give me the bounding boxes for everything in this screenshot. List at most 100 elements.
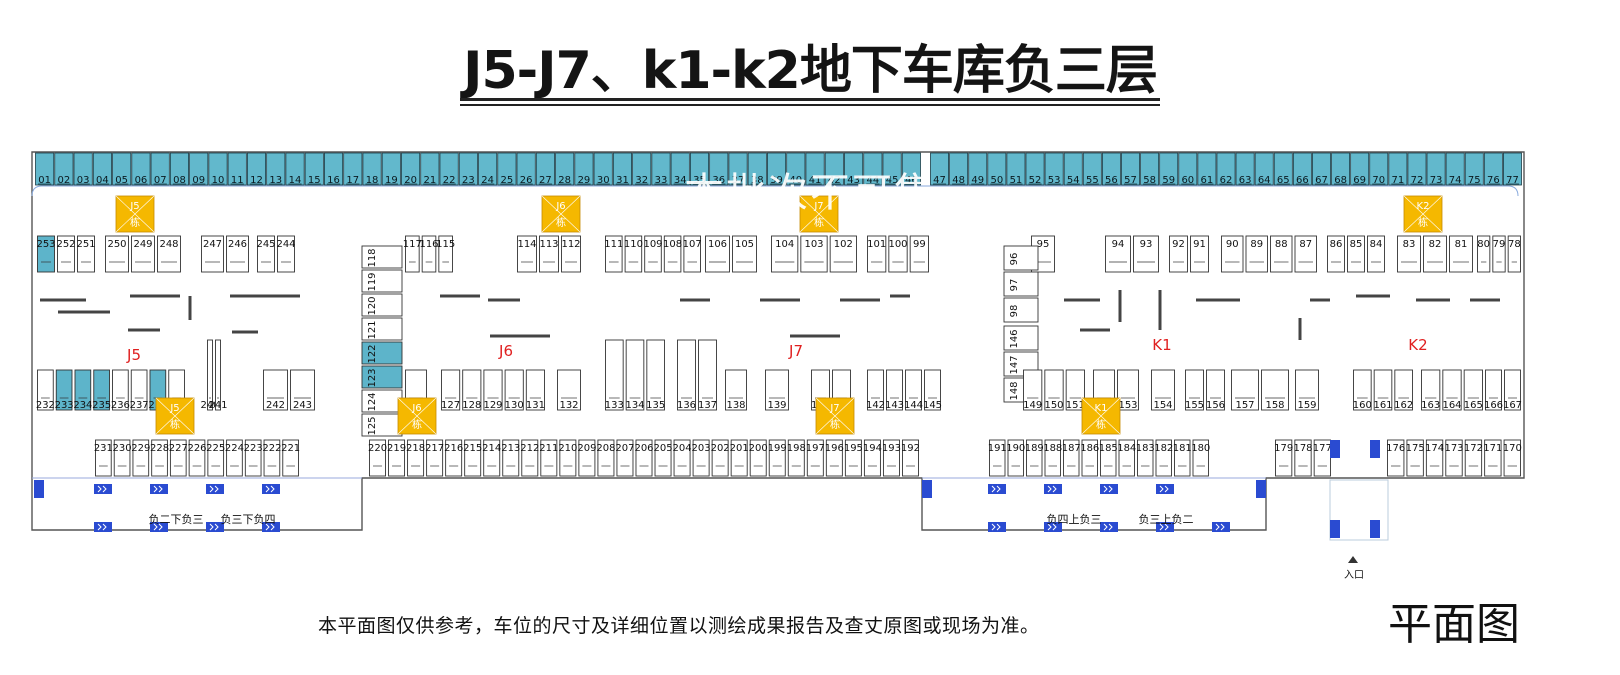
parking-slot-175[interactable]: 175 <box>1406 439 1425 477</box>
parking-slot-227[interactable]: 227 <box>169 439 188 477</box>
parking-slot-197[interactable]: 197 <box>806 439 825 477</box>
parking-slot-130[interactable]: 130 <box>504 369 524 411</box>
parking-slot-123[interactable]: 123 <box>361 365 403 389</box>
parking-slot-33[interactable]: 33 <box>651 152 671 186</box>
parking-slot-24[interactable]: 24 <box>478 152 498 186</box>
parking-slot-250[interactable]: 250 <box>105 235 129 273</box>
parking-slot-139[interactable]: 139 <box>765 369 789 411</box>
parking-slot-198[interactable]: 198 <box>787 439 806 477</box>
parking-slot-170[interactable]: 170 <box>1503 439 1522 477</box>
parking-slot-107[interactable]: 107 <box>683 235 702 273</box>
parking-slot-101[interactable]: 101 <box>867 235 887 273</box>
parking-slot-12[interactable]: 12 <box>246 152 267 186</box>
parking-slot-27[interactable]: 27 <box>535 152 555 186</box>
parking-slot-204[interactable]: 204 <box>673 439 692 477</box>
parking-slot-86[interactable]: 86 <box>1327 235 1345 273</box>
parking-slot-04[interactable]: 04 <box>92 152 112 186</box>
parking-slot-180[interactable]: 180 <box>1191 439 1210 477</box>
parking-slot-213[interactable]: 213 <box>501 439 520 477</box>
parking-slot-201[interactable]: 201 <box>730 439 749 477</box>
parking-slot-16[interactable]: 16 <box>324 152 344 186</box>
parking-slot-173[interactable]: 173 <box>1444 439 1464 477</box>
parking-slot-21[interactable]: 21 <box>420 152 440 186</box>
parking-slot-96[interactable]: 96 <box>1003 245 1039 271</box>
parking-slot-196[interactable]: 196 <box>825 439 844 477</box>
parking-slot-236[interactable]: 236 <box>111 369 130 411</box>
parking-slot-44[interactable]: 44 <box>863 152 883 186</box>
parking-slot-114[interactable]: 114 <box>517 235 537 273</box>
parking-slot-237[interactable]: 237 <box>130 369 149 411</box>
parking-slot-185[interactable]: 185 <box>1099 439 1118 477</box>
parking-slot-218[interactable]: 218 <box>406 439 425 477</box>
parking-slot-103[interactable]: 103 <box>800 235 828 273</box>
parking-slot-47[interactable]: 47 <box>930 152 949 186</box>
parking-slot-167[interactable]: 167 <box>1503 369 1522 411</box>
parking-slot-98[interactable]: 98 <box>1003 297 1039 323</box>
parking-slot-115[interactable]: 115 <box>436 235 455 273</box>
parking-slot-176[interactable]: 176 <box>1386 439 1405 477</box>
parking-slot-68[interactable]: 68 <box>1331 152 1351 186</box>
parking-slot-171[interactable]: 171 <box>1483 439 1502 477</box>
parking-slot-17[interactable]: 17 <box>343 152 363 186</box>
parking-slot-183[interactable]: 183 <box>1136 439 1155 477</box>
parking-slot-87[interactable]: 87 <box>1294 235 1317 273</box>
parking-slot-146[interactable]: 146 <box>1003 325 1039 351</box>
parking-slot-247[interactable]: 247 <box>201 235 224 273</box>
parking-slot-244[interactable]: 244 <box>276 235 296 273</box>
parking-slot-160[interactable]: 160 <box>1353 369 1372 411</box>
parking-slot-206[interactable]: 206 <box>634 439 654 477</box>
parking-slot-84[interactable]: 84 <box>1367 235 1385 273</box>
parking-slot-105[interactable]: 105 <box>732 235 757 273</box>
parking-slot-02[interactable]: 02 <box>54 152 74 186</box>
parking-slot-207[interactable]: 207 <box>615 439 635 477</box>
parking-slot-122[interactable]: 122 <box>361 341 403 365</box>
parking-slot-223[interactable]: 223 <box>244 439 263 477</box>
parking-slot-212[interactable]: 212 <box>520 439 539 477</box>
parking-slot-93[interactable]: 93 <box>1133 235 1159 273</box>
parking-slot-190[interactable]: 190 <box>1006 439 1025 477</box>
parking-slot-154[interactable]: 154 <box>1151 369 1175 411</box>
parking-slot-133[interactable]: 133 <box>605 339 624 411</box>
parking-slot-48[interactable]: 48 <box>949 152 969 186</box>
parking-slot-25[interactable]: 25 <box>497 152 517 186</box>
parking-slot-220[interactable]: 220 <box>368 439 387 477</box>
parking-slot-42[interactable]: 42 <box>824 152 844 186</box>
parking-slot-92[interactable]: 92 <box>1169 235 1188 273</box>
parking-slot-112[interactable]: 112 <box>561 235 581 273</box>
parking-slot-07[interactable]: 07 <box>150 152 170 186</box>
parking-slot-187[interactable]: 187 <box>1062 439 1081 477</box>
parking-slot-10[interactable]: 10 <box>208 152 228 186</box>
parking-slot-67[interactable]: 67 <box>1312 152 1331 186</box>
parking-slot-36[interactable]: 36 <box>709 152 729 186</box>
parking-slot-214[interactable]: 214 <box>482 439 501 477</box>
parking-slot-65[interactable]: 65 <box>1273 152 1293 186</box>
parking-slot-100[interactable]: 100 <box>888 235 908 273</box>
parking-slot-149[interactable]: 149 <box>1023 369 1043 411</box>
parking-slot-166[interactable]: 166 <box>1484 369 1503 411</box>
parking-slot-199[interactable]: 199 <box>768 439 787 477</box>
parking-slot-55[interactable]: 55 <box>1082 152 1102 186</box>
parking-slot-165[interactable]: 165 <box>1463 369 1483 411</box>
parking-slot-79[interactable]: 79 <box>1492 235 1506 273</box>
parking-slot-184[interactable]: 184 <box>1117 439 1136 477</box>
parking-slot-200[interactable]: 200 <box>749 439 768 477</box>
parking-slot-58[interactable]: 58 <box>1140 152 1160 186</box>
parking-slot-57[interactable]: 57 <box>1121 152 1140 186</box>
parking-slot-01[interactable]: 01 <box>35 152 55 186</box>
parking-slot-226[interactable]: 226 <box>187 439 207 477</box>
parking-slot-202[interactable]: 202 <box>711 439 730 477</box>
parking-slot-240[interactable]: 240 <box>200 339 220 411</box>
parking-slot-13[interactable]: 13 <box>266 152 286 186</box>
parking-slot-157[interactable]: 157 <box>1231 369 1259 411</box>
parking-slot-41[interactable]: 41 <box>805 152 825 186</box>
parking-slot-59[interactable]: 59 <box>1159 152 1179 186</box>
parking-slot-179[interactable]: 179 <box>1274 439 1293 477</box>
parking-slot-158[interactable]: 158 <box>1261 369 1289 411</box>
parking-slot-159[interactable]: 159 <box>1295 369 1319 411</box>
parking-slot-129[interactable]: 129 <box>483 369 503 411</box>
parking-slot-153[interactable]: 153 <box>1117 369 1139 411</box>
parking-slot-163[interactable]: 163 <box>1421 369 1441 411</box>
parking-slot-52[interactable]: 52 <box>1025 152 1045 186</box>
parking-slot-73[interactable]: 73 <box>1426 152 1446 186</box>
parking-slot-230[interactable]: 230 <box>113 439 132 477</box>
